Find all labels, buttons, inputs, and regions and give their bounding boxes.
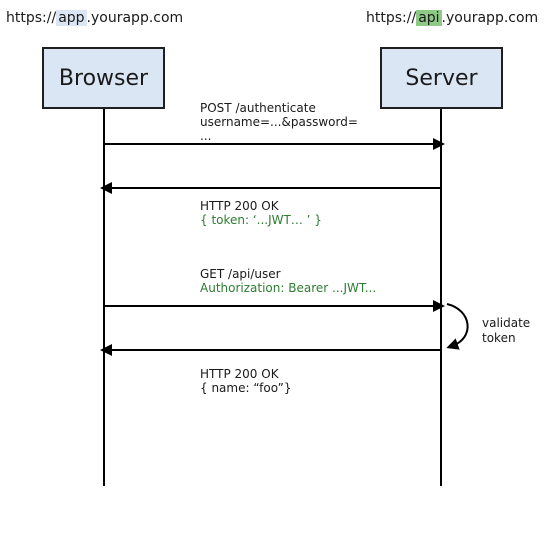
message-3-line-2: Authorization: Bearer ...JWT... <box>200 281 377 295</box>
validate-token-note: validate token <box>482 316 530 346</box>
server-actor: Server <box>380 47 503 109</box>
message-1-line-1: POST /authenticate <box>200 101 316 115</box>
server-url-highlight: api <box>416 10 442 26</box>
browser-url-prefix: https:// <box>6 10 57 26</box>
server-url: https://api.yourapp.com <box>366 10 538 26</box>
message-1-line-2: username=...&password= <box>200 115 358 129</box>
message-post-authenticate: POST /authenticate username=...&password… <box>200 101 358 143</box>
browser-url-highlight: app <box>56 10 87 26</box>
arrow-validate-token <box>446 303 469 350</box>
message-4-line-1: HTTP 200 OK <box>200 367 279 381</box>
message-2-line-2: { token: ‘...JWT… ’ } <box>200 213 322 227</box>
message-1-line-3: ... <box>200 129 212 143</box>
message-3-line-1: GET /api/user <box>200 267 281 281</box>
browser-url-suffix: .yourapp.com <box>86 10 184 26</box>
message-4-line-2: { name: “foo”} <box>200 381 292 395</box>
note-line-1: validate <box>482 316 531 330</box>
message-get-user: GET /api/user Authorization: Bearer ...J… <box>200 267 376 295</box>
note-line-2: token <box>482 331 516 345</box>
message-2-line-1: HTTP 200 OK <box>200 199 279 213</box>
server-url-suffix: .yourapp.com <box>441 10 539 26</box>
browser-actor: Browser <box>42 47 165 109</box>
server-url-prefix: https:// <box>366 10 417 26</box>
message-user-response: HTTP 200 OK { name: “foo”} <box>200 367 291 395</box>
browser-url: https://app.yourapp.com <box>6 10 183 26</box>
message-token-response: HTTP 200 OK { token: ‘...JWT… ’ } <box>200 199 322 227</box>
